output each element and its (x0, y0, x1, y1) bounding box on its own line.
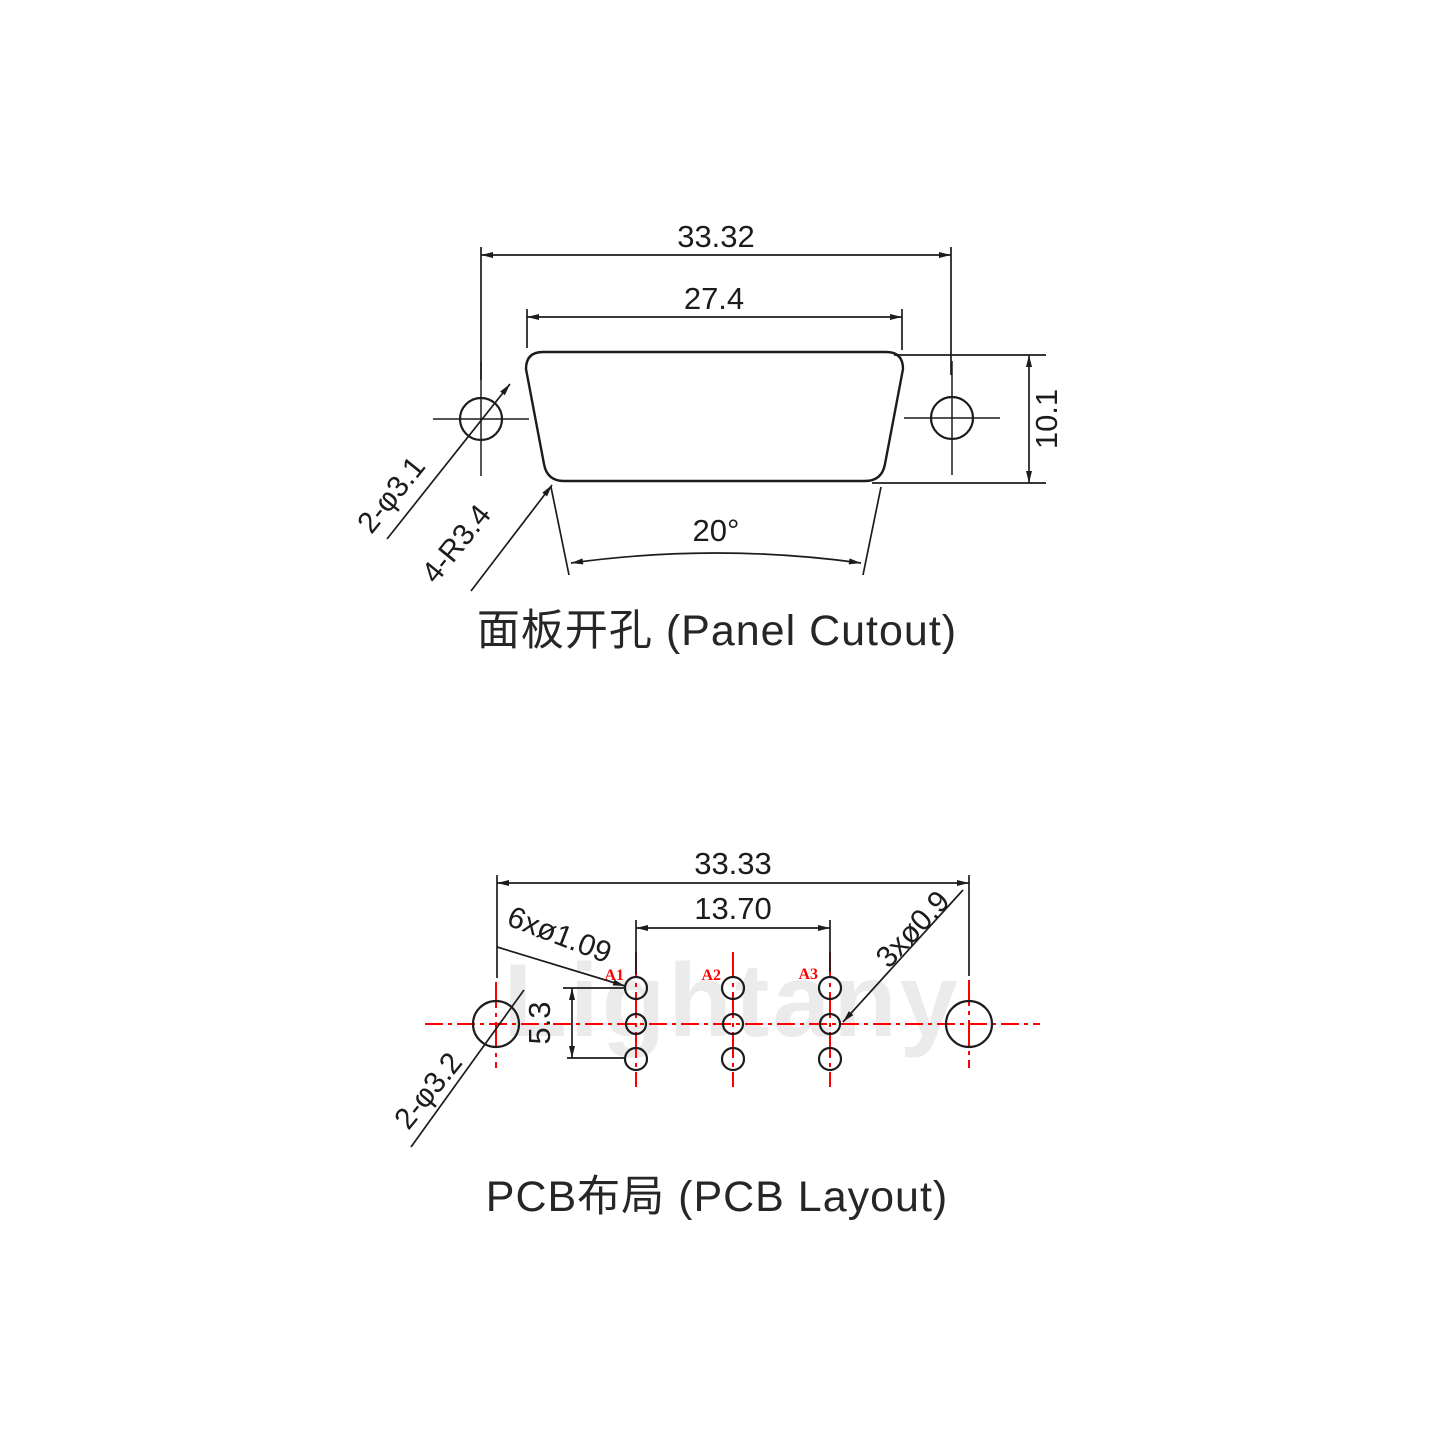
pcb-pin-hole (623, 975, 649, 1001)
pcb-pin-hole (720, 975, 746, 1001)
watermark-text: Lightany (503, 943, 960, 1059)
dim-inner-width-value: 27.4 (684, 281, 744, 316)
dim-height-value: 10.1 (1029, 389, 1064, 449)
pcb-pin-hole (720, 1046, 746, 1072)
pcb-pin-hole (818, 1012, 842, 1036)
pcb-mount-hole-right (944, 999, 994, 1049)
pcb-pin-hole (817, 975, 843, 1001)
panel-cutout-shape (524, 350, 905, 483)
dim-total-width-value: 33.33 (694, 846, 772, 881)
dim-pin-span-value: 13.70 (694, 891, 772, 926)
leader-line-screw-holes (386, 383, 511, 540)
corner-radius-label: 4-R3.4 (415, 499, 497, 590)
dim-angle-value: 20° (693, 513, 740, 548)
pcb-mount-hole-left (471, 999, 521, 1049)
pin-label-a3: A3 (798, 966, 818, 983)
dim-row-span-value: 5.3 (522, 1001, 557, 1044)
screw-holes-label: 2-φ3.1 (351, 451, 432, 540)
panel-cutout-title: 面板开孔 (Panel Cutout) (477, 607, 957, 655)
pcb-pin-hole (817, 1046, 843, 1072)
angle-extension-line (550, 486, 570, 576)
leader-line-signal-holes (496, 946, 626, 987)
leader-line-mount-holes (410, 989, 525, 1148)
pcb-pin-hole (624, 1012, 648, 1036)
leader-line-corner-radius (470, 484, 553, 592)
pcb-pin-hole (623, 1046, 649, 1072)
pin-label-a2: A2 (701, 967, 721, 984)
pcb-layout-drawing: Lightany 33.33 13.70 5.3 (388, 846, 1040, 1221)
leader-line-coax-holes (842, 889, 964, 1023)
angle-dimension-arc (570, 552, 862, 565)
panel-cutout-drawing: 33.32 27.4 10.1 2-φ3.1 4-R3.4 20° (351, 219, 1064, 655)
pcb-layout-title: PCB布局 (PCB Layout) (486, 1173, 948, 1221)
pcb-pin-hole (721, 1012, 745, 1036)
angle-extension-line (862, 486, 882, 576)
dim-outer-width-value: 33.32 (677, 219, 755, 254)
